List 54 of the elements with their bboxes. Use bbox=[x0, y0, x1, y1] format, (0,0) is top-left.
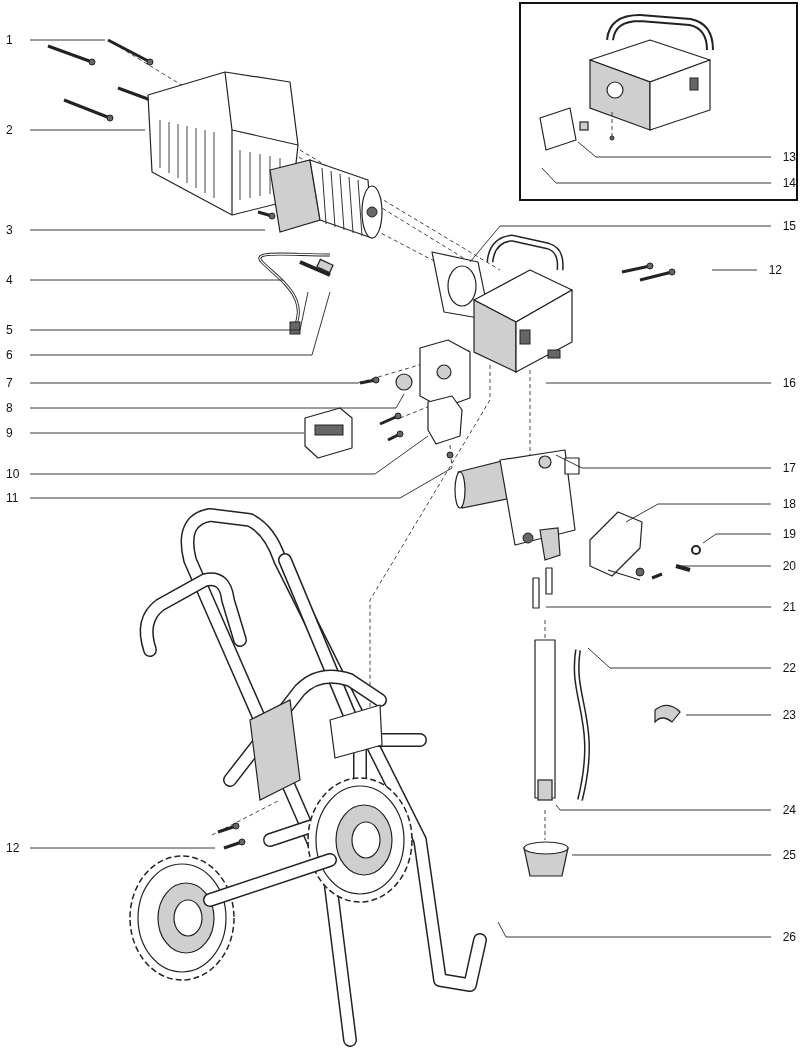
callout-number: 3 bbox=[6, 222, 28, 238]
leader-line bbox=[29, 393, 405, 409]
callout-number: 12 bbox=[6, 840, 28, 856]
leader-line bbox=[469, 225, 772, 263]
leader-line bbox=[29, 847, 216, 849]
callout-number: 13 bbox=[774, 149, 796, 165]
callout-number: 10 bbox=[6, 466, 28, 482]
callout-number: 12 bbox=[760, 262, 782, 278]
callout-number: 18 bbox=[774, 496, 796, 512]
leader-line bbox=[29, 291, 331, 356]
leader-line bbox=[497, 921, 772, 938]
leader-line bbox=[29, 435, 429, 475]
leader-line bbox=[29, 279, 284, 281]
leader-line bbox=[681, 565, 772, 567]
leader-line bbox=[555, 804, 772, 811]
callout-number: 26 bbox=[774, 929, 796, 945]
callout-number: 16 bbox=[774, 375, 796, 391]
callout-number: 8 bbox=[6, 400, 28, 416]
callout-number: 4 bbox=[6, 272, 28, 288]
callout-number: 9 bbox=[6, 425, 28, 441]
callout-number: 23 bbox=[774, 707, 796, 723]
callout-number: 19 bbox=[774, 526, 796, 542]
leader-line bbox=[541, 167, 772, 184]
leader-line bbox=[29, 382, 359, 384]
callout-number: 6 bbox=[6, 347, 28, 363]
leader-line bbox=[29, 39, 106, 41]
callout-number: 22 bbox=[774, 660, 796, 676]
leader-line bbox=[29, 467, 453, 499]
leader-line bbox=[702, 533, 772, 544]
callout-number: 11 bbox=[6, 490, 28, 506]
leader-line bbox=[545, 382, 772, 384]
callout-number: 15 bbox=[774, 218, 796, 234]
leader-line bbox=[29, 291, 309, 331]
leader-line bbox=[29, 432, 305, 434]
leader-line bbox=[685, 714, 772, 716]
callout-number: 14 bbox=[774, 175, 796, 191]
leader-line bbox=[545, 606, 772, 608]
callout-number: 24 bbox=[774, 802, 796, 818]
callout-number: 5 bbox=[6, 322, 28, 338]
leader-line bbox=[555, 454, 772, 469]
leader-line bbox=[29, 129, 146, 131]
leader-line bbox=[711, 269, 758, 271]
callout-number: 25 bbox=[774, 847, 796, 863]
leader-line bbox=[625, 503, 772, 523]
callout-number: 2 bbox=[6, 122, 28, 138]
leader-line bbox=[571, 854, 772, 856]
callout-number: 7 bbox=[6, 375, 28, 391]
callout-number: 21 bbox=[774, 599, 796, 615]
leader-line bbox=[29, 229, 266, 231]
leader-line bbox=[587, 647, 772, 669]
callout-number: 1 bbox=[6, 32, 28, 48]
callout-number: 20 bbox=[774, 558, 796, 574]
callout-number: 17 bbox=[774, 460, 796, 476]
leader-line bbox=[577, 141, 772, 158]
